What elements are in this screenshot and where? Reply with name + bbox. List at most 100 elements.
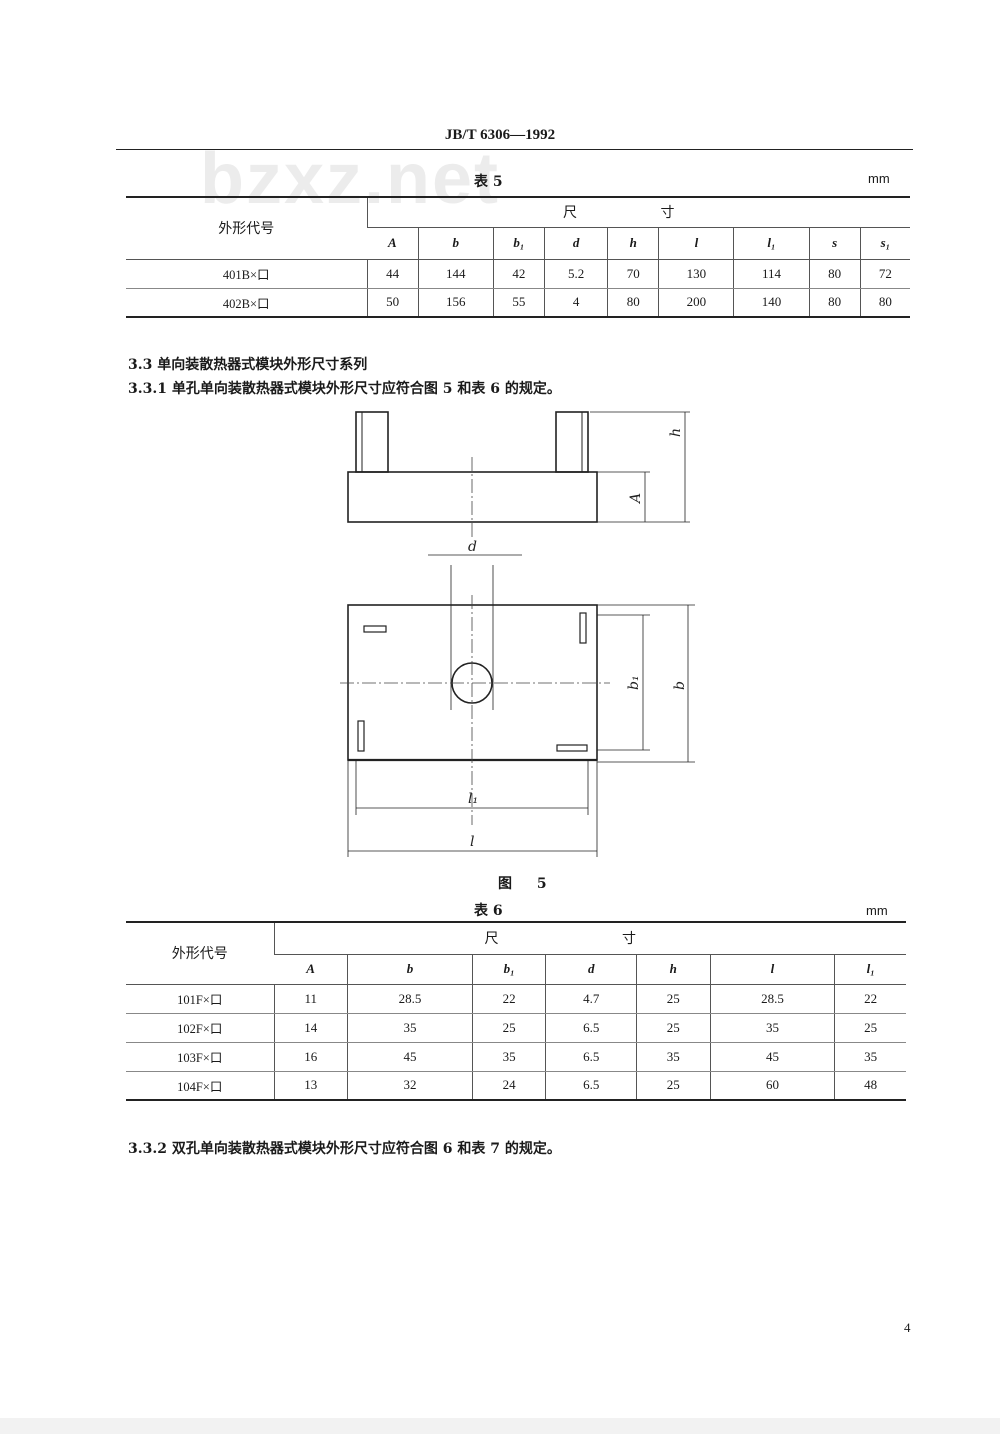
dim-label-b1: b₁ <box>626 675 642 690</box>
table6-column-header: b <box>347 954 473 985</box>
dim-label-b: b <box>672 681 688 690</box>
table6-cell: 22 <box>834 984 906 1014</box>
table5-cell: 114 <box>733 259 810 289</box>
table6-cell: 25 <box>636 1071 711 1101</box>
document-code: JB/T 6306—1992 <box>444 127 556 143</box>
table6-column-header: l₁ <box>834 954 906 985</box>
viewer-bottom-bar <box>0 1418 1000 1434</box>
table6-row-label: 101F×口 <box>126 984 274 1014</box>
table6-column-header: b₁ <box>471 954 546 985</box>
table5-cell: 140 <box>733 288 810 318</box>
side-view-base <box>347 471 598 523</box>
table6-cell: 6.5 <box>545 1013 637 1043</box>
table6-cell: 35 <box>709 1013 835 1043</box>
table5-row-label: 401B×口 <box>126 259 367 289</box>
table6-cell: 35 <box>471 1042 546 1072</box>
table6-cell: 25 <box>636 984 711 1014</box>
table6-cell: 60 <box>709 1071 835 1101</box>
table6-cell: 35 <box>636 1042 711 1072</box>
table5-cell: 72 <box>859 259 910 289</box>
dim-label-d: d <box>468 539 477 555</box>
table6-cell: 32 <box>347 1071 473 1101</box>
table5-cell: 80 <box>808 259 861 289</box>
table5-column-header: l₁ <box>733 227 810 260</box>
table5-column-header: d <box>544 227 608 260</box>
table6-cell: 25 <box>636 1013 711 1043</box>
table5-cell: 80 <box>808 288 861 318</box>
table6-column-header: l <box>709 954 835 985</box>
section-3-3-1-text: 3.3.1 单孔单向装散热器式模块外形尺寸应符合图 5 和表 6 的规定。 <box>128 381 561 397</box>
plan-view-outline <box>347 604 598 761</box>
table6-cell: 13 <box>273 1071 348 1101</box>
table5-row-header: 外形代号 <box>126 197 367 260</box>
table6-column-header: d <box>545 954 637 985</box>
table6-cell: 28.5 <box>709 984 835 1014</box>
table6-unit: mm <box>866 903 888 918</box>
table6-row-header: 外形代号 <box>126 922 274 985</box>
table6-cell: 45 <box>709 1042 835 1072</box>
table6-cell: 25 <box>834 1013 906 1043</box>
table5-column-header: h <box>607 227 659 260</box>
header-rule <box>116 149 913 150</box>
table5-column-header: s₁ <box>859 227 910 260</box>
left-terminal <box>355 411 389 473</box>
table5-cell: 55 <box>492 288 545 318</box>
dim-label-l: l <box>470 834 474 850</box>
table6-cell: 28.5 <box>347 984 473 1014</box>
table6-row-label: 103F×口 <box>126 1042 274 1072</box>
table6-group-header: 尺 寸 <box>273 922 906 955</box>
table5-column-header: b <box>417 227 494 260</box>
table5-cell: 80 <box>607 288 659 318</box>
table5-column-header: b₁ <box>492 227 545 260</box>
table5-column-header: s <box>808 227 861 260</box>
table5-column-header: l <box>658 227 734 260</box>
table5-cell: 44 <box>366 259 419 289</box>
table6-cell: 22 <box>471 984 546 1014</box>
figure5-caption: 图 5 <box>498 876 557 892</box>
table6-cell: 35 <box>834 1042 906 1072</box>
right-terminal <box>555 411 589 473</box>
table6-column-header: A <box>274 954 348 985</box>
table5-cell: 50 <box>366 288 419 318</box>
table5-cell: 130 <box>658 259 734 289</box>
table5-cell: 80 <box>859 288 910 318</box>
table6-cell: 6.5 <box>545 1071 637 1101</box>
table6-cell: 35 <box>347 1013 473 1043</box>
dim-label-A: A <box>628 493 644 505</box>
table5-caption: 表 5 <box>474 174 503 190</box>
table6-cell: 16 <box>273 1042 348 1072</box>
section-3-3-2-text: 3.3.2 双孔单向装散热器式模块外形尺寸应符合图 6 和表 7 的规定。 <box>128 1141 561 1157</box>
section-3-3-heading: 3.3 单向装散热器式模块外形尺寸系列 <box>128 357 368 373</box>
table6-column-header: h <box>636 954 711 985</box>
table5-cell: 42 <box>492 259 545 289</box>
table6-cell: 14 <box>273 1013 348 1043</box>
table5-group-header: 尺 寸 <box>366 197 910 228</box>
table5-cell: 70 <box>607 259 659 289</box>
page-number: 4 <box>904 1320 911 1335</box>
figure5-drawing: h A d b₁ b l₁ l <box>340 411 695 857</box>
table6-cell: 24 <box>471 1071 546 1101</box>
dim-label-l1: l₁ <box>468 791 478 807</box>
table5-column-header: A <box>367 227 419 260</box>
table5-cell: 200 <box>658 288 734 318</box>
table6-cell: 6.5 <box>545 1042 637 1072</box>
table6-cell: 48 <box>834 1071 906 1101</box>
table5-row-label: 402B×口 <box>126 288 367 318</box>
table6-cell: 11 <box>273 984 348 1014</box>
table6-cell: 4.7 <box>545 984 637 1014</box>
table6-cell: 45 <box>347 1042 473 1072</box>
table6-row-label: 102F×口 <box>126 1013 274 1043</box>
table5-cell: 4 <box>544 288 608 318</box>
dim-label-h: h <box>668 428 684 437</box>
table5-cell: 144 <box>417 259 494 289</box>
table6-cell: 25 <box>471 1013 546 1043</box>
table6-caption: 表 6 <box>474 903 503 919</box>
